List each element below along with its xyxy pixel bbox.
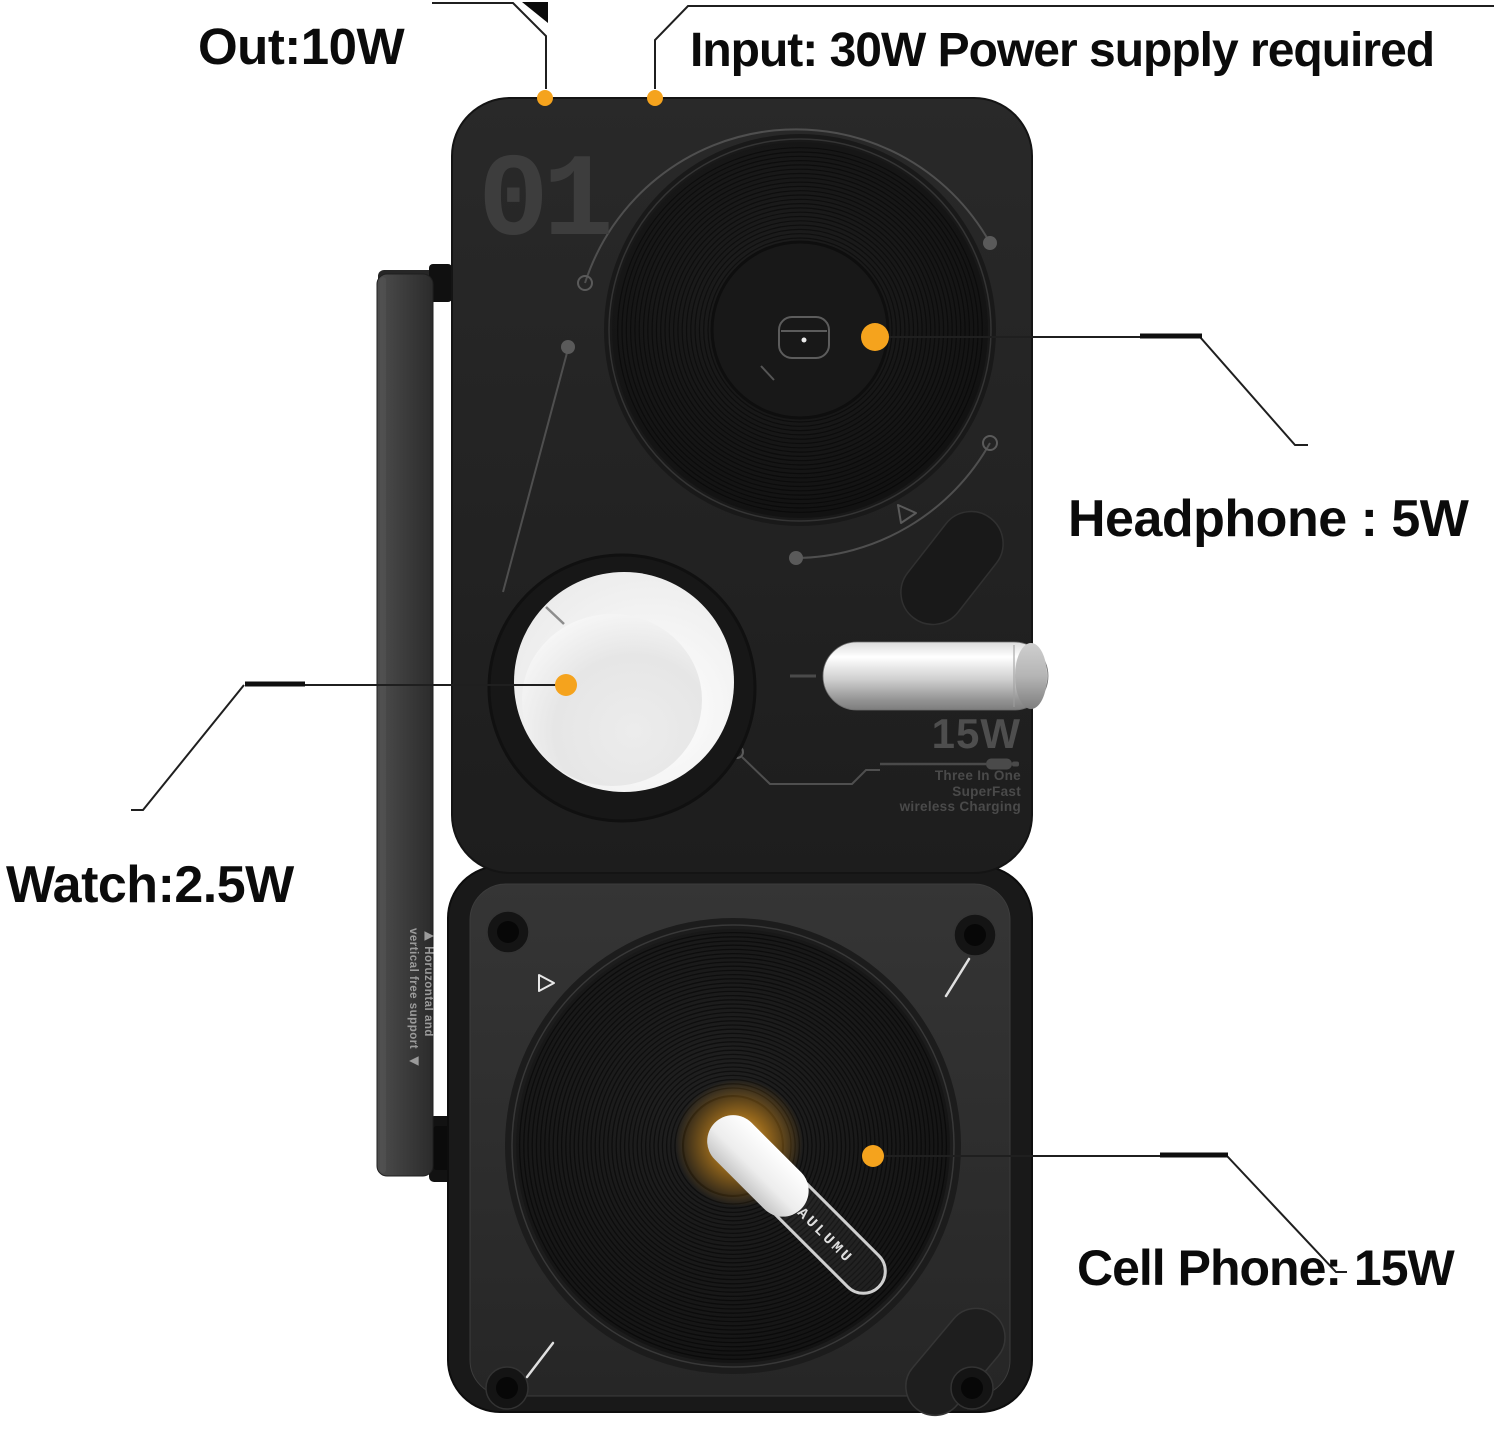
- headphone-watch-module: 01: [451, 97, 1049, 874]
- device-tagline: Three In One SuperFast wireless Charging: [771, 768, 1021, 815]
- input-dot: [647, 90, 663, 106]
- wattage-value: 15W: [931, 710, 1021, 757]
- callout-lines: [131, 2, 1494, 1273]
- pointer-solid: [707, 1115, 809, 1217]
- earbuds-icon: [760, 316, 830, 381]
- stand-slot-indent: [900, 510, 1004, 626]
- phone-charging-module: AULUMU: [447, 865, 1033, 1417]
- callout-arrowhead: [522, 2, 548, 23]
- callout-dots: [537, 90, 889, 1167]
- tagline-line-2: SuperFast: [952, 783, 1021, 799]
- metal-stand-roller: [790, 641, 1049, 711]
- power-plug-glyph: [880, 758, 1019, 770]
- arc-end-dot-2: [789, 551, 803, 565]
- wattage-print: 15W Three In One SuperFast wireless Char…: [771, 710, 1021, 815]
- input-label: Input: 30W Power supply required: [690, 24, 1435, 77]
- arc-end-ring-1: [577, 275, 593, 291]
- triangle-marker-lower: [538, 974, 555, 992]
- cellphone-label: Cell Phone: 15W: [1077, 1240, 1455, 1296]
- headphone-dot: [861, 323, 889, 351]
- watch-pad-tick: [545, 606, 565, 625]
- decorative-arcs: [502, 128, 991, 785]
- arc-end-dot-1: [983, 236, 997, 250]
- side-text-line-2: vertical free support ◀: [407, 928, 419, 1068]
- callout-line-accents: [245, 333, 1228, 1158]
- side-bar-print: ▶ Horuzontal and vertical free support ◀: [379, 928, 435, 1098]
- line-end-dot: [561, 340, 575, 354]
- tagline-line-3: wireless Charging: [899, 799, 1021, 814]
- watch-charging-pad: [487, 553, 757, 823]
- triangle-marker-upper: [897, 504, 917, 524]
- top-hinge-knob: [429, 264, 452, 302]
- tagline-line-1: Three In One: [934, 768, 1021, 783]
- out-label: Out:10W: [198, 18, 405, 75]
- out-dot: [537, 90, 553, 106]
- device-number: 01: [478, 137, 609, 270]
- tick-mark-top-right: [944, 957, 971, 998]
- screw-hole-in-slot: [961, 1377, 983, 1399]
- side-text-line-1: ▶ Horuzontal and: [422, 928, 434, 1037]
- tick-mark-bottom-left: [525, 1341, 555, 1379]
- watch-dot: [555, 674, 577, 696]
- cellphone-dot: [862, 1145, 884, 1167]
- watch-label: Watch:2.5W: [6, 856, 294, 914]
- headphone-disc-grooves: [617, 147, 983, 513]
- arc-end-ring-2: [982, 435, 998, 451]
- headphone-label: Headphone : 5W: [1068, 490, 1469, 548]
- side-stand-bar: [376, 264, 452, 1182]
